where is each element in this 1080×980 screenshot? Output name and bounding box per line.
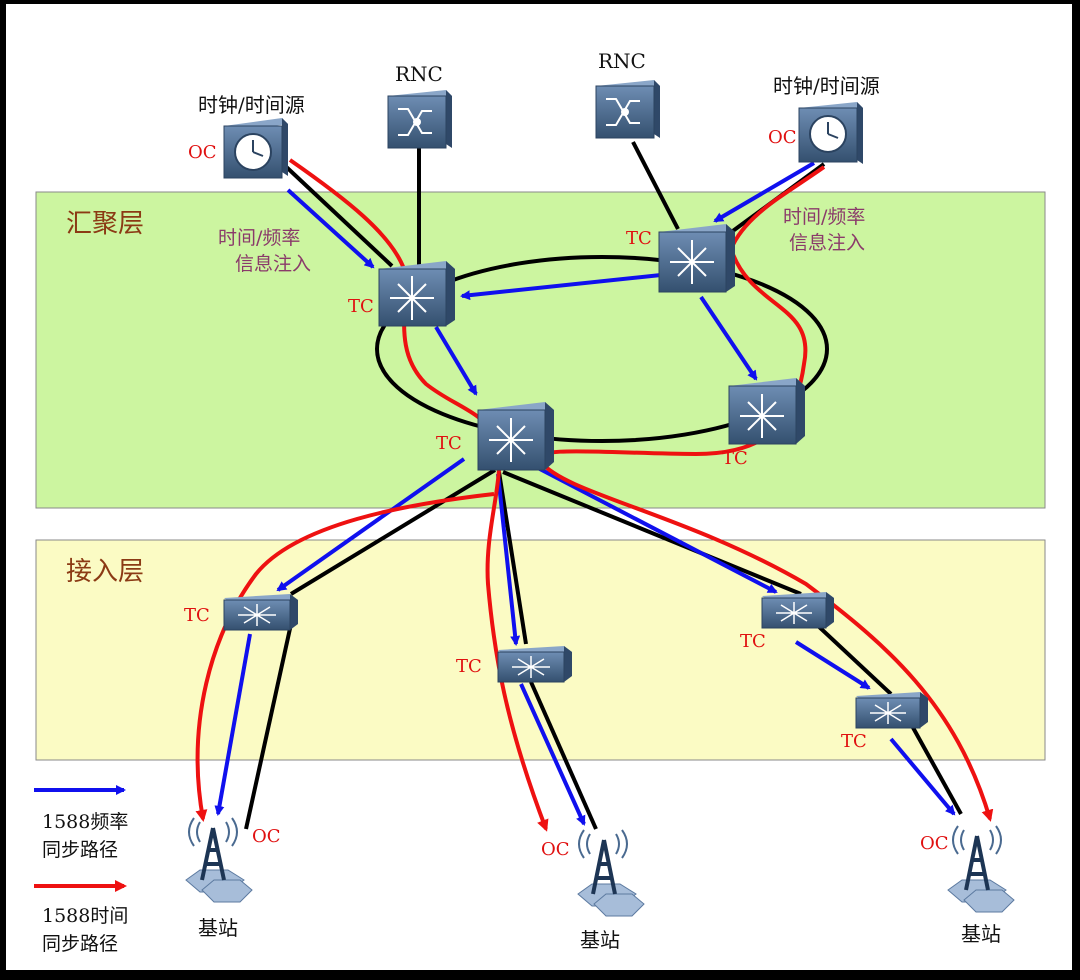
injection-right-line1: 时间/频率	[783, 206, 865, 228]
access-layer-title: 接入层	[66, 557, 144, 587]
tc-label-access-right-upper: TC	[740, 631, 766, 652]
aggregation-layer-title: 汇聚层	[66, 209, 144, 239]
base-station-right	[947, 825, 1015, 913]
oc-label-bs-middle: OC	[541, 839, 570, 860]
rnc-left-label: RNC	[395, 62, 443, 86]
legend-frequency-line1: 1588频率	[42, 811, 128, 833]
tc-label-agg-bottom: TC	[436, 433, 462, 454]
agg-switch-bottom-right	[728, 378, 805, 445]
access-switch-left	[223, 594, 298, 631]
base-station-middle-label: 基站	[580, 928, 620, 952]
oc-label-clock-right: OC	[768, 127, 797, 148]
base-station-left-label: 基站	[198, 916, 238, 940]
injection-right-line2: 信息注入	[789, 232, 865, 254]
tc-label-access-right-lower: TC	[841, 731, 867, 752]
access-switch-right-upper	[761, 592, 834, 629]
tc-label-access-left: TC	[184, 605, 210, 626]
access-switch-middle	[497, 646, 572, 683]
base-station-right-label: 基站	[961, 922, 1001, 946]
base-station-middle	[577, 829, 645, 917]
clock-source-left	[223, 118, 288, 179]
clock-source-left-label: 时钟/时间源	[198, 93, 305, 117]
agg-switch-top-right	[658, 224, 735, 293]
agg-switch-bottom	[477, 402, 554, 471]
rnc-left	[387, 90, 452, 149]
legend-time-line2: 同步路径	[42, 933, 118, 955]
base-station-left	[185, 817, 253, 903]
rnc-right	[595, 80, 660, 139]
network-sync-diagram: 汇聚层 接入层	[34, 49, 1046, 955]
diagram-frame: 汇聚层 接入层	[6, 4, 1072, 970]
oc-label-bs-right: OC	[920, 833, 949, 854]
tc-label-agg-top-right: TC	[626, 228, 652, 249]
tc-label-agg-bottom-right: TC	[722, 448, 748, 469]
legend: 1588频率 同步路径 1588时间 同步路径	[34, 785, 128, 955]
legend-time-line1: 1588时间	[42, 905, 128, 927]
rnc-right-label: RNC	[598, 49, 646, 73]
injection-left-line2: 信息注入	[235, 253, 311, 275]
tc-label-agg-left: TC	[348, 296, 374, 317]
injection-left-line1: 时间/频率	[218, 227, 300, 249]
clock-source-right-label: 时钟/时间源	[773, 74, 880, 98]
clock-source-right	[798, 102, 863, 164]
oc-label-clock-left: OC	[188, 142, 217, 163]
legend-frequency-line2: 同步路径	[42, 839, 118, 861]
frequency-paths	[214, 161, 956, 826]
aggregation-ring	[375, 255, 829, 443]
oc-label-bs-left: OC	[252, 826, 281, 847]
agg-switch-left	[378, 261, 455, 327]
tc-label-access-middle: TC	[456, 656, 482, 677]
access-switch-right-lower	[855, 692, 928, 729]
